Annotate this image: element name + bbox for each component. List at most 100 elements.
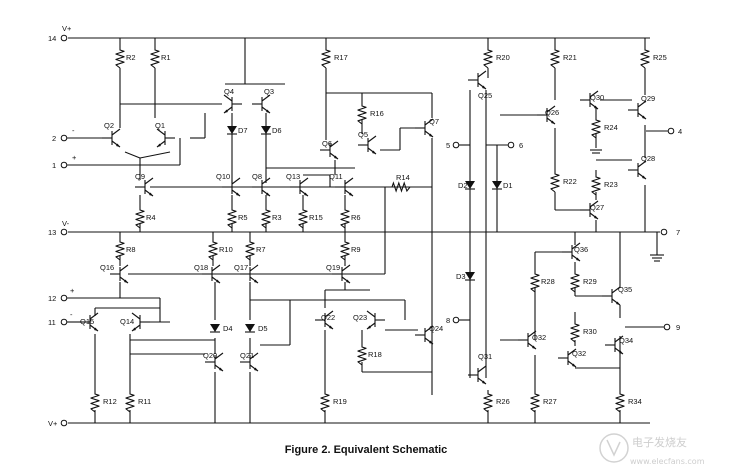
transistor-label: Q35 bbox=[618, 285, 632, 294]
resistor-label: R2 bbox=[126, 53, 136, 62]
transistor-q21: Q21 bbox=[240, 351, 259, 372]
pin-label: 6 bbox=[519, 141, 523, 150]
resistor-label: R10 bbox=[219, 245, 233, 254]
pin-label: 14 bbox=[48, 34, 56, 43]
resistor-r20: R20 bbox=[483, 48, 510, 69]
pin-11-inverting: 11 - bbox=[48, 310, 82, 327]
resistor-r30: R30 bbox=[570, 322, 597, 343]
watermark-text: 电子发烧友 bbox=[632, 435, 687, 449]
pin-label: 9 bbox=[676, 323, 680, 332]
transistor-label: Q25 bbox=[478, 91, 492, 100]
transistor-label: Q27 bbox=[590, 203, 604, 212]
transistor-q35: Q35 bbox=[602, 285, 632, 306]
pin-14-v-plus: 14 V+ bbox=[48, 24, 72, 43]
diode-label: D1 bbox=[503, 181, 513, 190]
pin-label: 11 bbox=[48, 318, 56, 327]
resistor-r17: R17 bbox=[321, 48, 348, 69]
transistor-q27: Q27 bbox=[580, 200, 604, 220]
transistor-label: Q16 bbox=[100, 263, 114, 272]
pin-label: 12 bbox=[48, 294, 56, 303]
resistor-r2: R2 bbox=[115, 48, 136, 69]
transistor-q23: Q23 bbox=[353, 310, 385, 330]
transistor-label: Q6 bbox=[322, 139, 332, 148]
transistor-label: Q4 bbox=[224, 87, 234, 96]
resistor-r15: R15 bbox=[298, 208, 323, 229]
resistor-r11: R11 bbox=[125, 392, 151, 413]
pin-name: - bbox=[70, 310, 73, 319]
diode-d1: D1 bbox=[492, 181, 513, 190]
resistor-r12: R12 bbox=[90, 392, 117, 413]
pin-label: V+ bbox=[48, 419, 58, 428]
transistor-label: Q28 bbox=[641, 154, 655, 163]
transistor-label: Q20 bbox=[203, 351, 217, 360]
resistor-label: R34 bbox=[628, 397, 642, 406]
resistor-label: R19 bbox=[333, 397, 347, 406]
pin-6: 6 bbox=[486, 141, 523, 150]
transistor-q2: Q2 bbox=[102, 121, 121, 148]
resistor-label: R15 bbox=[309, 213, 323, 222]
transistor-q25: Q25 bbox=[468, 70, 492, 100]
pin-name: V- bbox=[62, 219, 70, 228]
resistor-r28: R28 bbox=[530, 272, 555, 293]
diode-label: D3 bbox=[456, 272, 466, 281]
resistor-label: R18 bbox=[368, 350, 382, 359]
transistor-q16: Q16 bbox=[100, 263, 129, 284]
transistor-q13: Q13 bbox=[286, 172, 309, 197]
transistor-label: Q14 bbox=[120, 317, 134, 326]
transistor-label: Q18 bbox=[194, 263, 208, 272]
resistor-label: R20 bbox=[496, 53, 510, 62]
transistor-q3: Q3 bbox=[252, 87, 274, 114]
diode-label: D6 bbox=[272, 126, 282, 135]
watermark-url: www.elecfans.com bbox=[630, 457, 705, 466]
resistor-label: R26 bbox=[496, 397, 510, 406]
resistor-label: R1 bbox=[161, 53, 171, 62]
transistor-label: Q9 bbox=[135, 172, 145, 181]
resistor-label: R9 bbox=[351, 245, 361, 254]
diode-label: D2 bbox=[458, 181, 468, 190]
resistor-label: R8 bbox=[126, 245, 136, 254]
pin-label: 13 bbox=[48, 228, 56, 237]
pin-label: 1 bbox=[52, 161, 56, 170]
figure-caption: Figure 2. Equivalent Schematic bbox=[285, 444, 448, 456]
transistor-q6: Q6 bbox=[320, 139, 339, 160]
transistor-q32: Q32 bbox=[558, 348, 586, 368]
transistor-label: Q1 bbox=[155, 121, 165, 130]
pin-13-v-minus: 13 V- bbox=[48, 219, 70, 237]
pin-9: 9 bbox=[625, 323, 680, 332]
pin-label: 5 bbox=[446, 141, 450, 150]
transistor-q36: Q36 bbox=[562, 242, 588, 262]
resistor-label: R5 bbox=[238, 213, 248, 222]
resistor-r21: R21 bbox=[550, 48, 577, 69]
transistor-q1: Q1 bbox=[155, 121, 175, 148]
transistor-label: Q7 bbox=[429, 117, 439, 126]
transistor-q17: Q17 bbox=[234, 263, 259, 284]
transistor-label: Q24 bbox=[429, 324, 443, 333]
pin-name: + bbox=[72, 153, 77, 162]
resistor-r26: R26 bbox=[483, 392, 510, 413]
transistor-label: Q3 bbox=[264, 87, 274, 96]
transistor-label: Q34 bbox=[619, 336, 633, 345]
resistor-label: R29 bbox=[583, 277, 597, 286]
transistor-label: Q13 bbox=[286, 172, 300, 181]
resistor-label: R27 bbox=[543, 397, 557, 406]
resistor-label: R7 bbox=[256, 245, 266, 254]
transistor-label: Q23 bbox=[353, 313, 367, 322]
transistor-label: Q15 bbox=[80, 317, 94, 326]
resistor-r9: R9 bbox=[340, 240, 361, 261]
resistor-r25: R25 bbox=[640, 48, 667, 69]
resistor-r34: R34 bbox=[615, 392, 642, 413]
resistor-r24: R24 bbox=[591, 118, 618, 139]
transistor-label: Q21 bbox=[240, 351, 254, 360]
transistor-q34: Q34 bbox=[605, 335, 633, 355]
transistor-q11: Q11 bbox=[329, 172, 354, 197]
resistor-r18: R18 bbox=[357, 345, 382, 366]
resistor-r3: R3 bbox=[261, 208, 282, 229]
pin-4: 4 bbox=[646, 127, 682, 136]
pin-7: 7 bbox=[650, 228, 680, 262]
resistor-r5: R5 bbox=[227, 208, 248, 229]
resistor-r19: R19 bbox=[320, 392, 347, 413]
diode-d7: D7 bbox=[227, 126, 248, 135]
diode-label: D4 bbox=[223, 324, 233, 333]
